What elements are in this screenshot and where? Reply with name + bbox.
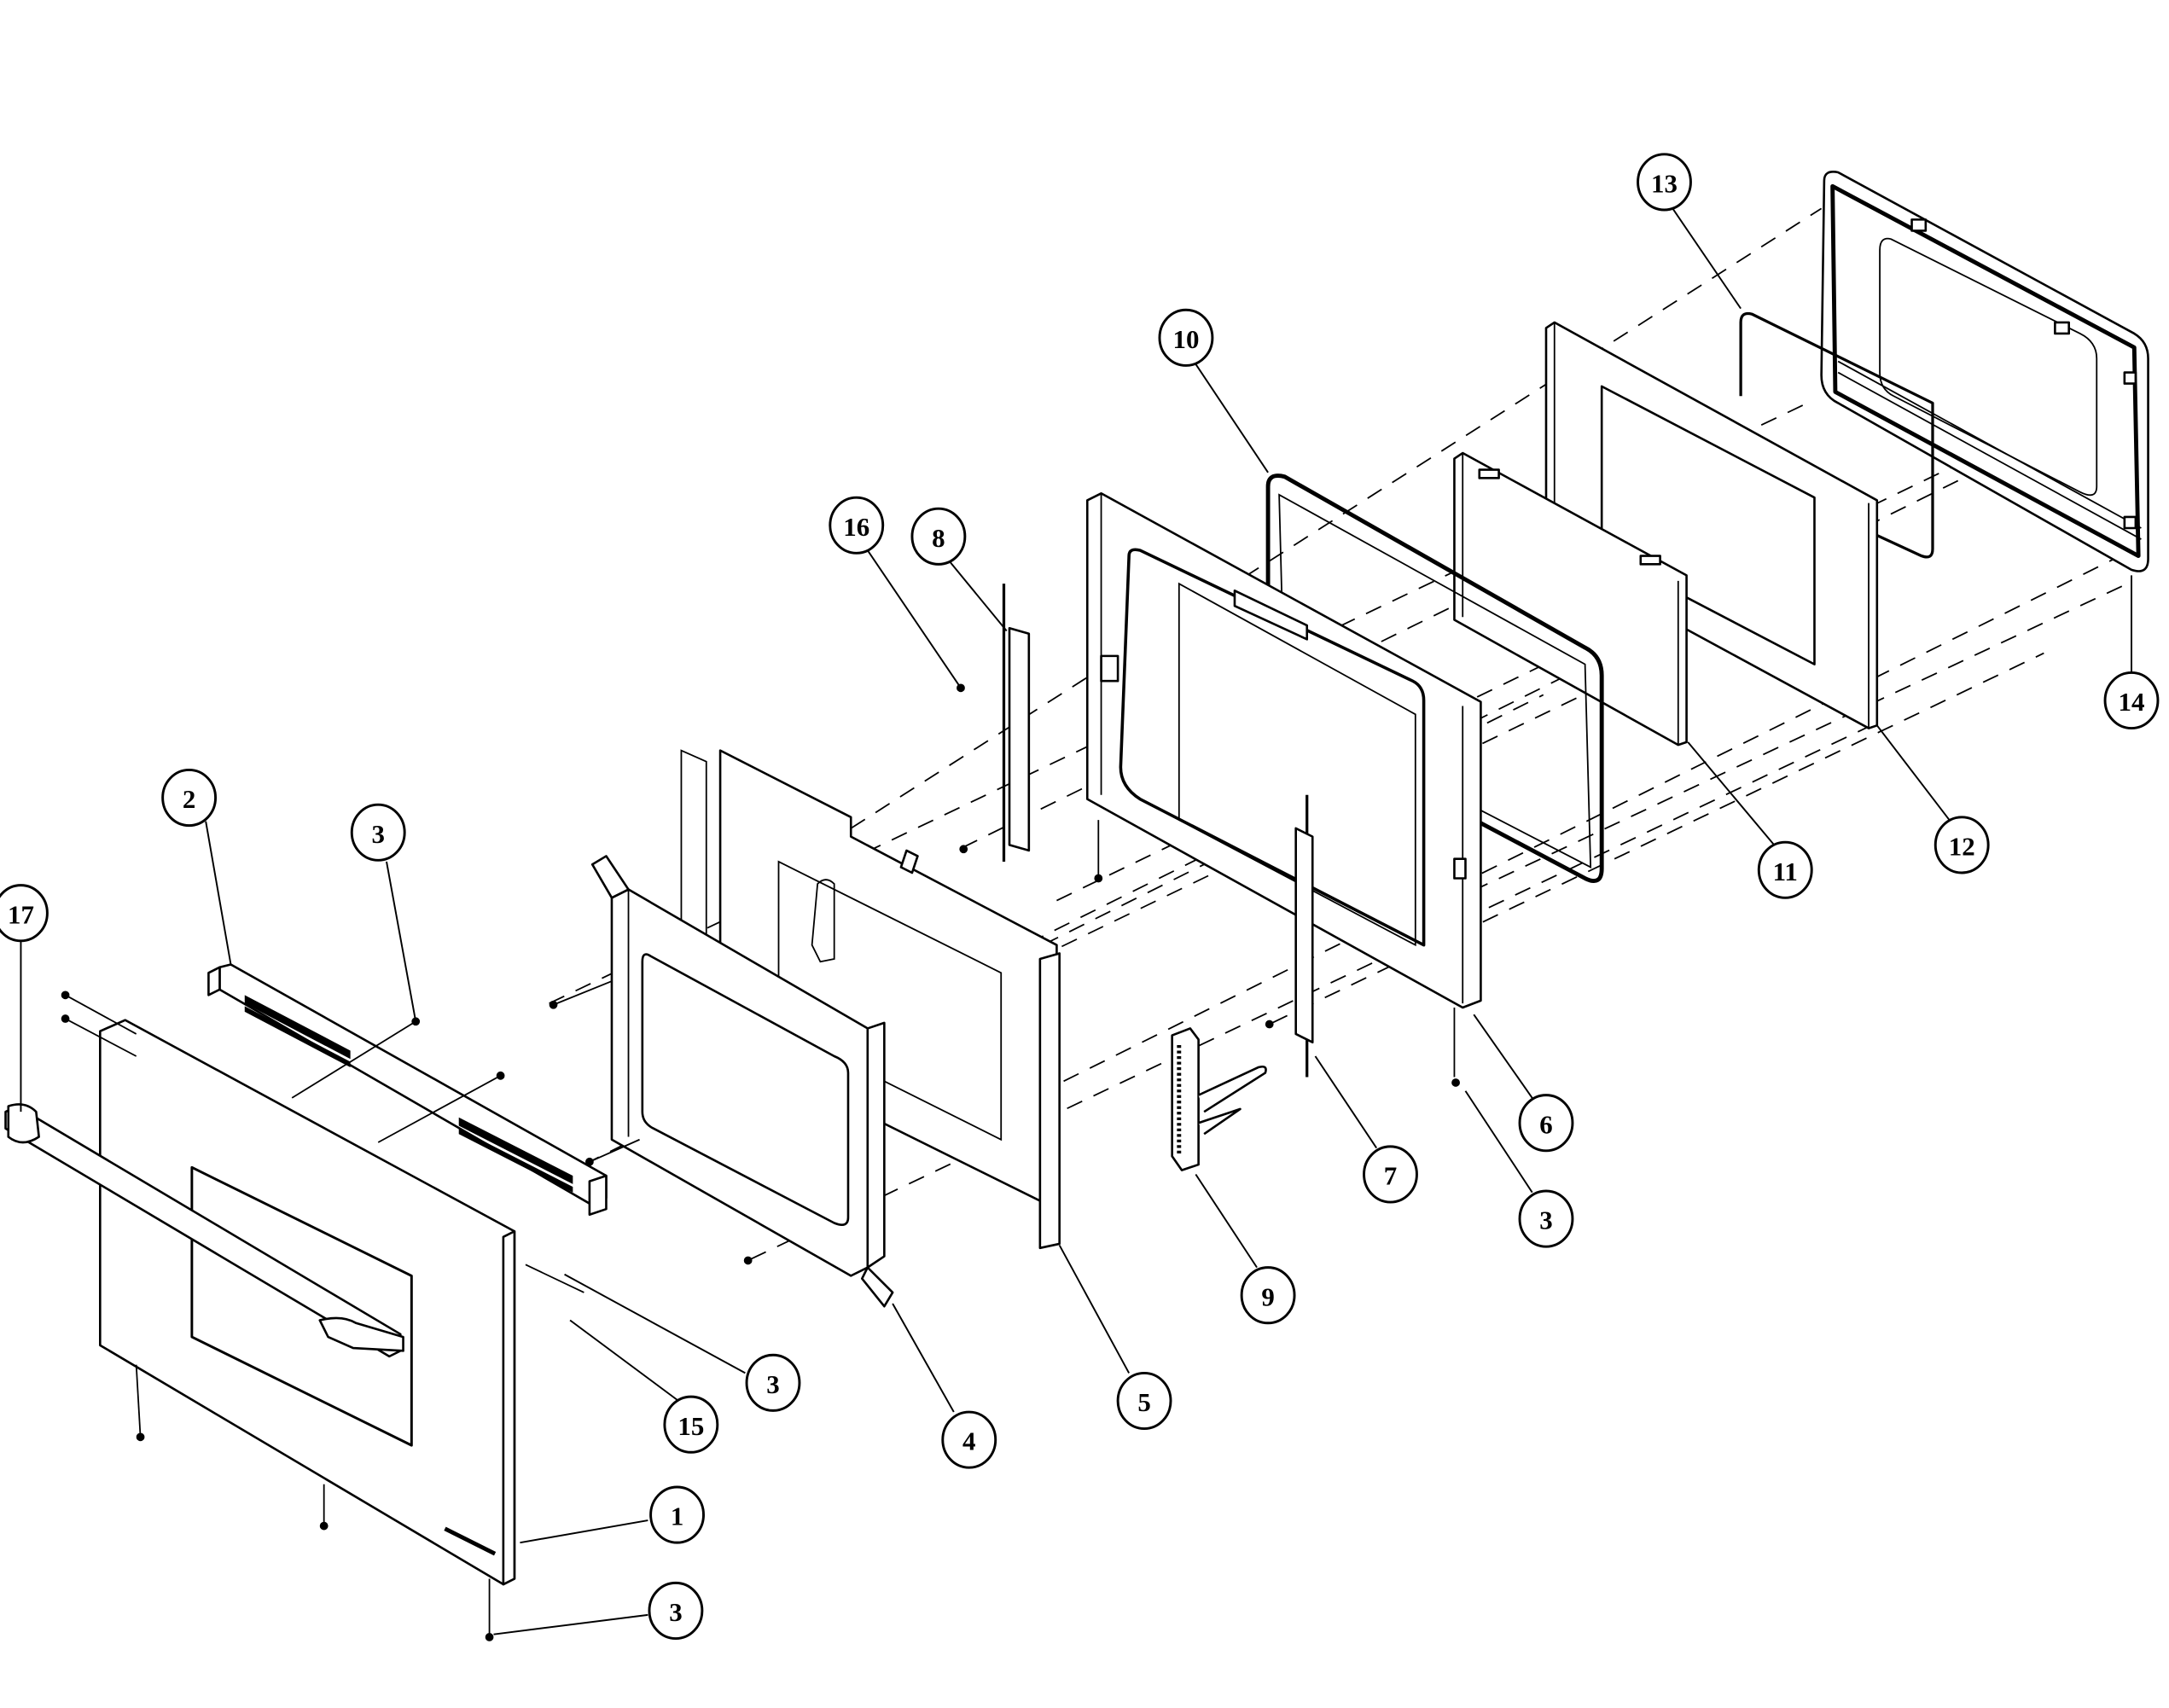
callout-label: 4	[962, 1426, 975, 1456]
part-17-end-cap	[7, 1103, 40, 1144]
callout-label: 17	[8, 899, 34, 929]
part-8-left-hinge-channel	[1002, 584, 1031, 862]
part-11-inner-glass	[1453, 451, 1688, 747]
part-12-retainer-frame	[1544, 321, 1879, 729]
part-7-right-hinge-channel	[1294, 794, 1314, 1078]
fastener-lines	[65, 980, 640, 1637]
callout-13: 13	[1637, 153, 1692, 212]
callout-label: 3	[1539, 1205, 1552, 1235]
callout-label: 6	[1539, 1109, 1552, 1139]
part-13-wire-clip	[1739, 311, 1934, 559]
callout-label: 3	[766, 1369, 779, 1399]
callout-label: 7	[1384, 1161, 1397, 1191]
callout-label: 14	[2119, 687, 2145, 717]
callout-label: 12	[1949, 832, 1975, 862]
part-14-rear-liner	[1820, 171, 2149, 572]
callout-label: 5	[1137, 1387, 1150, 1417]
callout-label: 3	[669, 1597, 682, 1627]
callout-label: 9	[1261, 1281, 1274, 1311]
callout-14: 14	[2103, 671, 2160, 730]
callout-label: 15	[677, 1411, 704, 1441]
callout-3: 3	[648, 1581, 704, 1641]
callout-8: 8	[910, 507, 967, 566]
callout-16: 16	[829, 496, 885, 555]
callout-15: 15	[663, 1395, 719, 1454]
vent-slots	[244, 995, 573, 1193]
callout-label: 2	[183, 784, 195, 814]
part-5-liner	[680, 749, 1061, 1250]
leader-lines	[20, 207, 2132, 1635]
callout-3: 3	[350, 803, 406, 862]
callout-1: 1	[649, 1485, 705, 1544]
callout-label: 16	[843, 512, 869, 542]
callout-2: 2	[161, 768, 218, 828]
callout-7: 7	[1363, 1145, 1418, 1204]
callout-label: 11	[1773, 857, 1798, 886]
part-1-outer-door	[4, 1019, 516, 1586]
part-2-vent-trim	[207, 963, 608, 1217]
callout-5: 5	[1116, 1371, 1172, 1431]
part-4-inner-frame	[590, 855, 894, 1308]
callout-12: 12	[1933, 816, 1990, 874]
callout-11: 11	[1757, 840, 1813, 899]
callout-3: 3	[1518, 1189, 1574, 1248]
callout-label: 3	[371, 819, 384, 849]
callout-4: 4	[941, 1410, 997, 1469]
part-6-inner-frame	[1085, 491, 1482, 1078]
callout-label: 8	[932, 523, 945, 553]
callout-9: 9	[1240, 1266, 1296, 1325]
callout-6: 6	[1518, 1094, 1574, 1153]
part-9-hinge	[1171, 1027, 1267, 1171]
callout-3: 3	[745, 1353, 801, 1412]
callout-label: 1	[671, 1502, 683, 1531]
callout-label: 10	[1172, 324, 1199, 354]
callout-17: 17	[0, 884, 49, 943]
callout-10: 10	[1158, 308, 1214, 367]
callout-label: 13	[1651, 169, 1678, 199]
